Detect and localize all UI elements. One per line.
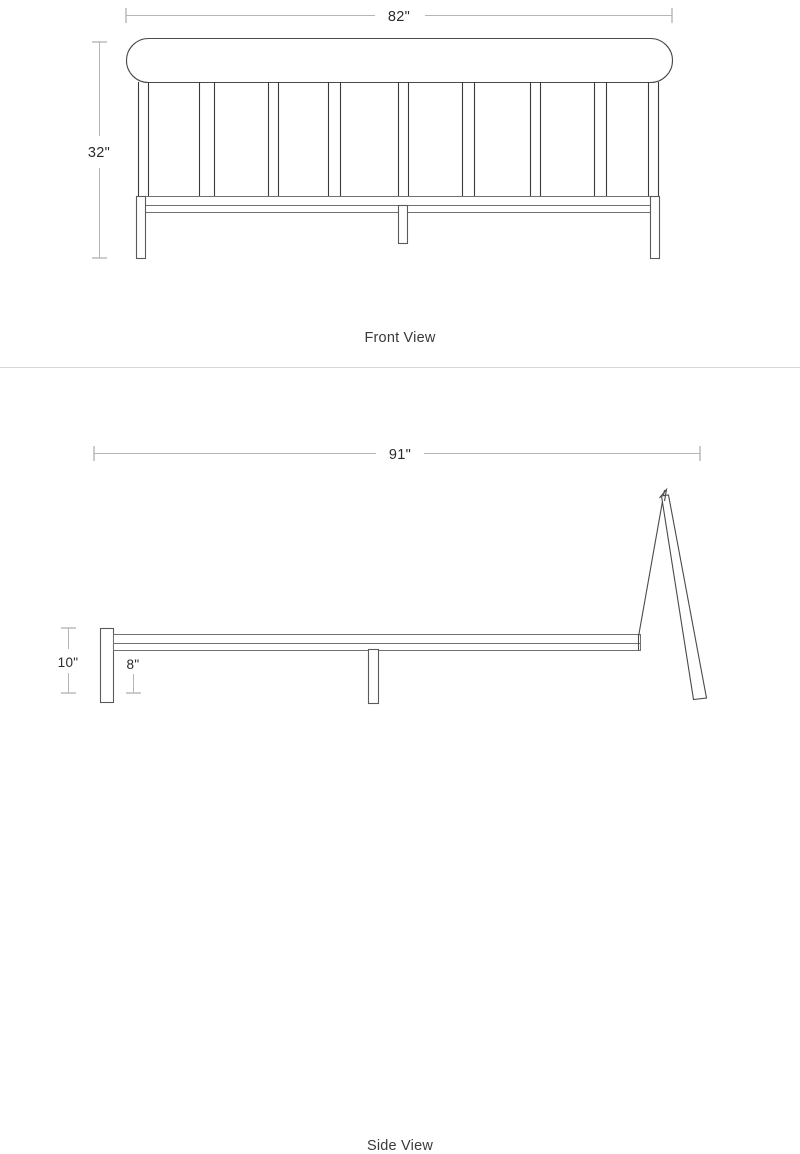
side-clearance-label: 8" bbox=[127, 657, 140, 672]
leg-right bbox=[649, 195, 661, 260]
side-frame-height-dimension: 10" bbox=[58, 627, 79, 694]
front-view-caption: Front View bbox=[364, 330, 436, 346]
side-clearance-dimension: 8" bbox=[126, 644, 141, 694]
side-frame-height-label: 10" bbox=[58, 655, 79, 670]
seat-rail-upper bbox=[136, 196, 660, 206]
side-leg-center bbox=[367, 648, 380, 705]
front-width-dimension: 82" bbox=[125, 8, 673, 25]
backrest-spindle-group bbox=[137, 82, 660, 196]
side-length-dimension: 91" bbox=[93, 446, 701, 463]
side-length-label: 91" bbox=[389, 447, 411, 463]
side-a-frame-support bbox=[637, 487, 708, 701]
leg-center bbox=[397, 204, 409, 245]
front-height-dimension: 32" bbox=[88, 41, 110, 259]
front-view-panel: 82" 32" bbox=[0, 0, 800, 368]
front-view-drawing: 82" 32" bbox=[88, 8, 674, 260]
side-view-caption: Side View bbox=[366, 1138, 434, 1154]
side-view-panel: 91" 10" 8" bbox=[0, 368, 800, 1154]
view-divider bbox=[0, 367, 800, 368]
side-leg-left bbox=[99, 627, 115, 704]
front-height-label: 32" bbox=[88, 145, 110, 161]
backrest-top-rail bbox=[125, 37, 674, 84]
leg-left bbox=[135, 195, 147, 260]
side-view-drawing: 91" 10" 8" bbox=[58, 446, 708, 705]
front-width-label: 82" bbox=[388, 9, 410, 25]
side-frame-rails bbox=[113, 634, 641, 651]
